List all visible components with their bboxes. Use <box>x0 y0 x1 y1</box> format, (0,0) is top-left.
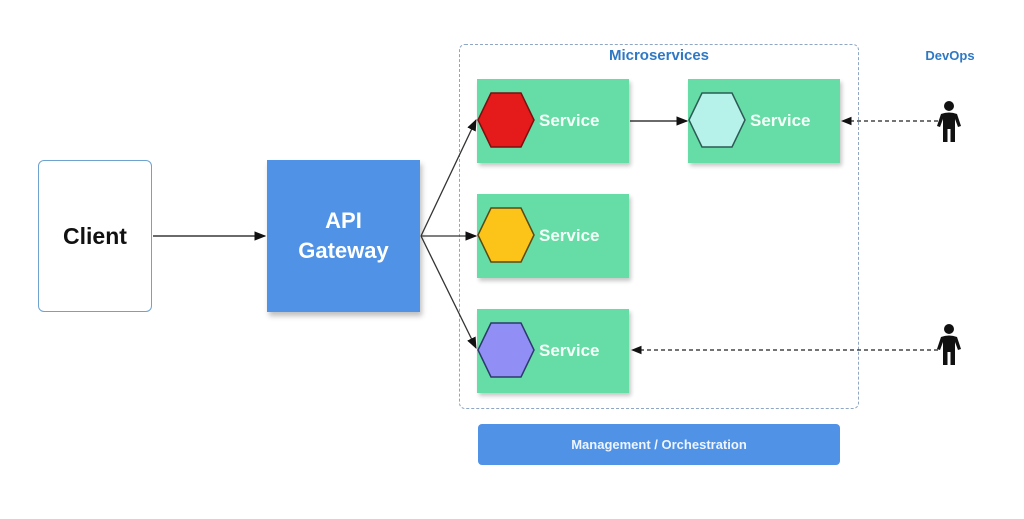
service-node-purple: Service <box>477 309 629 393</box>
hexagon-teal <box>688 92 746 148</box>
service-label: Service <box>750 111 811 130</box>
arrow-gateway-to-red <box>420 118 477 237</box>
person-icon <box>937 101 961 142</box>
hexagon-icon <box>477 322 535 378</box>
client-label: Client <box>63 222 127 249</box>
arrow-gateway-to-purple <box>420 235 477 350</box>
management-label: Management / Orchestration <box>571 437 747 452</box>
hexagon-yellow <box>477 207 535 263</box>
hexagon-icon <box>688 92 746 148</box>
person-icon <box>937 324 961 365</box>
hexagon-purple <box>477 322 535 378</box>
service-node-teal: Service <box>688 79 840 163</box>
hexagon-icon <box>477 92 535 148</box>
service-label: Service <box>539 111 600 130</box>
service-label: Service <box>539 226 600 245</box>
management-orchestration-bar: Management / Orchestration <box>478 424 840 465</box>
hexagon-icon <box>477 207 535 263</box>
client-node: Client <box>38 160 152 312</box>
service-node-red: Service <box>477 79 629 163</box>
microservices-title: Microservices <box>608 47 710 64</box>
microservices-boundary <box>459 44 859 409</box>
devops-title: DevOps <box>925 48 975 63</box>
api-gateway-node: API Gateway <box>267 160 420 312</box>
api-gateway-label: API Gateway <box>298 208 389 263</box>
service-label: Service <box>539 341 600 360</box>
hexagon-red <box>477 92 535 148</box>
service-node-yellow: Service <box>477 194 629 278</box>
